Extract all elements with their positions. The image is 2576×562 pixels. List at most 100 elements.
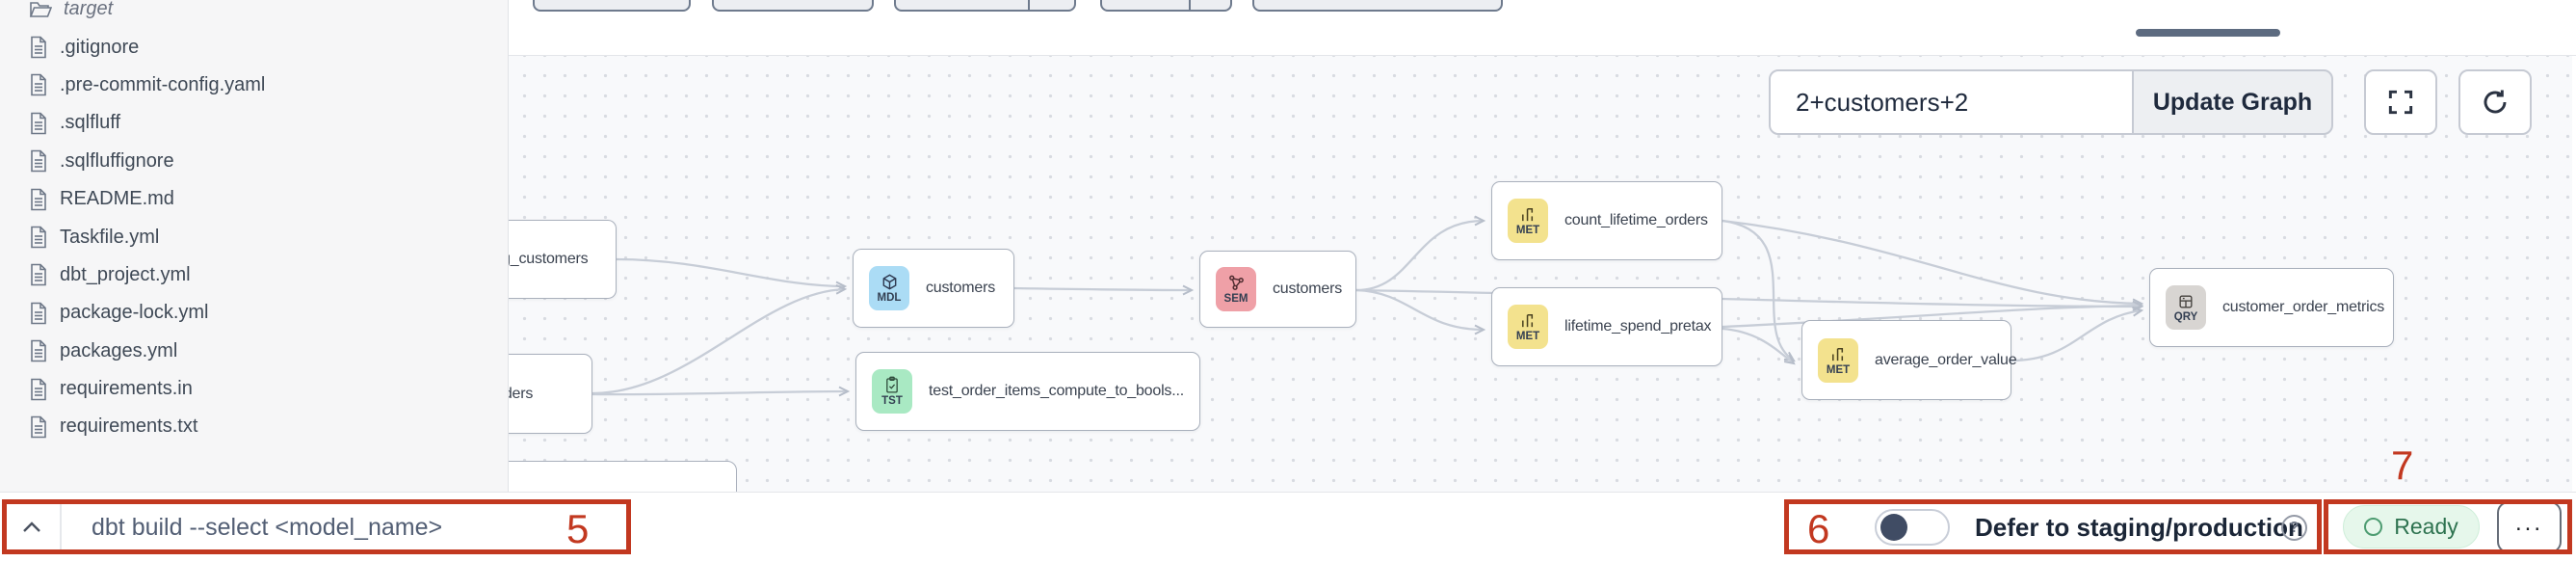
lineage-selector-input[interactable]: 2+customers+2 [1769, 69, 2134, 135]
status-label: Ready [2394, 514, 2458, 539]
metric-badge: MET [1508, 305, 1548, 349]
chevron-up-icon [23, 522, 40, 532]
update-graph-button[interactable]: Update Graph [2132, 69, 2333, 135]
file-icon [31, 378, 46, 400]
node-label: test_order_items_compute_to_bools... [929, 383, 1184, 399]
toolbar-button-partial-2[interactable] [712, 0, 874, 12]
command-bar: dbt build --select <model_name> Defer to… [0, 492, 2576, 561]
file-name: package-lock.yml [60, 302, 209, 324]
file-name: .pre-commit-config.yaml [60, 73, 266, 95]
semantic-model-badge: SEM [1216, 267, 1256, 311]
lineage-edge-lifetime_spend_pretax-to-average_order_value [1722, 327, 1796, 365]
lineage-edge-customers_sem-to-customer_order_metrics [1355, 288, 2144, 312]
lineage-edge-customers_mdl-to-customers_sem [1013, 284, 1195, 296]
graph-node-stg_customers[interactable]: stg_customers [508, 220, 617, 299]
status-ring-icon [2364, 518, 2383, 536]
file-name: .sqlfluffignore [60, 149, 174, 172]
toolbar-button-partial-4[interactable] [1100, 0, 1232, 12]
toolbar-button-partial-3[interactable] [894, 0, 1076, 12]
file-icon [31, 226, 46, 249]
file-item[interactable]: requirements.in [0, 370, 508, 408]
lineage-edge-customers_sem-to-count_lifetime_orders [1355, 215, 1486, 292]
file-item[interactable]: .sqlfluffignore [0, 143, 508, 180]
node-label: average_order_value [1875, 351, 2017, 368]
graph-node-customer_order_metrics[interactable]: QRY customer_order_metrics [2149, 268, 2394, 347]
badge-label: QRY [2173, 310, 2198, 323]
fullscreen-icon [2388, 90, 2413, 115]
file-icon [31, 415, 46, 439]
file-item[interactable]: requirements.txt [0, 408, 508, 445]
model-badge: MDL [869, 266, 909, 310]
refresh-icon [2484, 90, 2507, 114]
bar-chart-icon [1831, 347, 1843, 361]
button-divider [1189, 0, 1191, 10]
graph-node-lifetime_spend_pretax[interactable]: MET lifetime_spend_pretax [1491, 287, 1722, 366]
file-name: packages.yml [60, 339, 178, 361]
file-item[interactable]: .sqlfluff [0, 104, 508, 142]
file-icon [31, 149, 46, 173]
top-toolbar [508, 0, 2576, 56]
badge-label: MET [1826, 363, 1851, 376]
file-icon [31, 339, 46, 362]
file-item[interactable]: .pre-commit-config.yaml [0, 67, 508, 104]
node-label: stg_customers [508, 251, 589, 267]
bar-chart-icon [1521, 208, 1533, 222]
file-item[interactable]: Taskfile.yml [0, 218, 508, 255]
defer-label: Defer to staging/production [1975, 512, 2303, 542]
active-tab-indicator [2136, 29, 2280, 37]
expand-command-bar-button[interactable] [13, 514, 50, 541]
status-badge-ready[interactable]: Ready [2343, 505, 2480, 549]
lineage-edge-customers_sem-to-lifetime_spend_pretax [1355, 288, 1486, 335]
file-icon [31, 188, 46, 210]
lineage-edge-count_lifetime_orders-to-average_order_value [1722, 219, 1796, 362]
file-item[interactable]: package-lock.yml [0, 294, 508, 332]
badge-label: MDL [877, 292, 902, 304]
node-label: lifetime_spend_pretax [1564, 318, 1712, 335]
file-item[interactable]: .gitignore [0, 28, 508, 66]
file-item[interactable]: dbt_project.yml [0, 256, 508, 294]
ellipsis-icon: ... [2514, 510, 2543, 536]
metric-badge: MET [1508, 199, 1548, 243]
file-explorer: target .gitignore .pre-commit-config.yaml… [0, 0, 509, 492]
file-item[interactable]: README.md [0, 180, 508, 218]
file-name: requirements.txt [60, 415, 198, 438]
node-label: customer_order_metrics [2222, 299, 2385, 315]
toggle-knob [1880, 514, 1907, 541]
graph-node-customers_sem[interactable]: SEM customers [1199, 251, 1356, 328]
file-icon [31, 302, 46, 325]
file-name: .gitignore [60, 36, 140, 58]
fullscreen-button[interactable] [2364, 69, 2437, 135]
file-name: README.md [60, 188, 174, 210]
command-input[interactable]: dbt build --select <model_name> [92, 513, 443, 541]
toolbar-button-partial-5[interactable] [1252, 0, 1503, 12]
toolbar-button-partial-1[interactable] [533, 0, 691, 12]
graph-node-orders[interactable]: orders [508, 354, 592, 434]
node-label: orders [508, 385, 534, 402]
graph-node-count_lifetime_orders[interactable]: MET count_lifetime_orders [1491, 181, 1722, 260]
more-options-button[interactable]: ... [2497, 501, 2562, 553]
lineage-edge-lifetime_spend_pretax-to-customer_order_metrics [1722, 300, 2144, 329]
badge-label: SEM [1223, 293, 1249, 305]
graph-node-average_order_value[interactable]: MET average_order_value [1801, 320, 2017, 400]
clipboard-check-icon [886, 376, 898, 393]
graph-node-test_order_items[interactable]: TST test_order_items_compute_to_bools... [855, 352, 1200, 431]
badge-label: TST [881, 395, 903, 407]
file-item[interactable]: packages.yml [0, 333, 508, 370]
file-icon [31, 74, 46, 96]
lineage-edge-average_order_value-to-customer_order_metrics [2011, 306, 2144, 362]
folder-item-target[interactable]: target [0, 0, 508, 28]
file-name: dbt_project.yml [60, 263, 191, 285]
file-icon [31, 264, 46, 286]
badge-label: MET [1515, 225, 1540, 236]
defer-toggle[interactable] [1875, 509, 1950, 546]
folder-open-icon [29, 1, 52, 17]
node-label: count_lifetime_orders [1564, 212, 1708, 228]
refresh-button[interactable] [2458, 69, 2532, 135]
saved-query-icon [2179, 294, 2193, 308]
node-label: customers [1273, 281, 1342, 297]
button-divider [1028, 0, 1030, 10]
graph-node-partial[interactable] [508, 461, 737, 492]
file-icon [31, 112, 46, 135]
help-icon[interactable]: ? [2281, 515, 2307, 541]
